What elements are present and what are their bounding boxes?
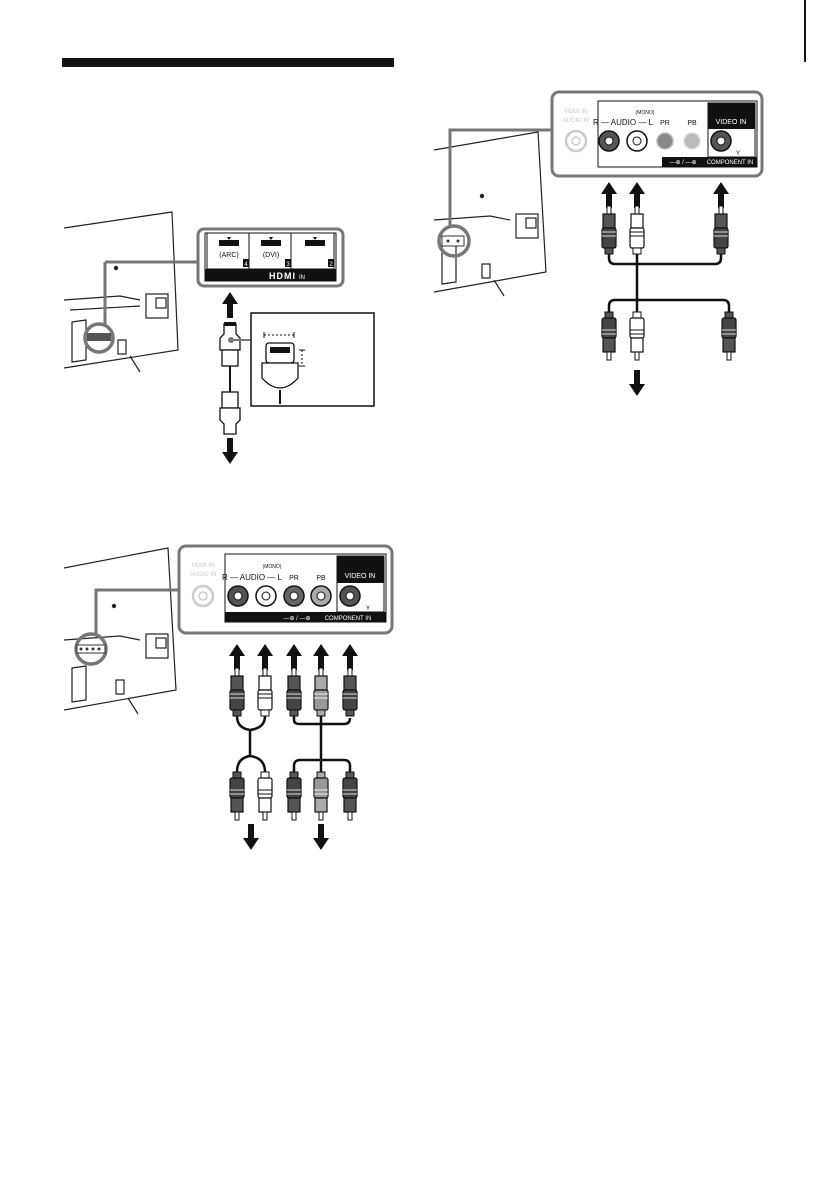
mono-label: (MONO) [263,564,282,570]
tv-rear-illustration-2 [64,548,176,714]
grey-port-label-top-2: HDMI IN [565,109,588,115]
video-in-label-2: VIDEO IN [716,119,747,126]
component-in-label-2: COMPONENT IN [707,160,754,166]
hdmi-logo: HDMI [269,271,296,281]
y-label-2: Y [736,151,740,157]
component-in-label: COMPONENT IN [325,616,372,622]
component-in-symbol-2: —⊕ / —⊕ [669,160,696,166]
y-label: Y [366,606,370,612]
audio-label: R — AUDIO — L [222,573,283,582]
grey-port-label-bottom: AUDIO IN [190,572,217,578]
hdmi-port-label-dvi: (DVI) [263,252,279,259]
component-port-callout-circle [76,590,180,664]
pr-label: PR [289,575,299,582]
composite-port-callout-circle [439,130,553,256]
audio-label-2: R — AUDIO — L [593,118,654,127]
component-cables [229,644,358,850]
tv-rear-illustration [64,212,178,372]
pb-label-2: PB [687,120,697,127]
hdmi-in-label: IN [299,275,305,281]
mono-label-2: (MONO) [636,110,655,116]
hdmi-port-callout-circle [85,262,198,352]
hdmi-plug-detail-box [251,313,374,406]
video-in-label: VIDEO IN [345,573,376,580]
grey-port-label-top: HDMI IN [192,563,215,569]
composite-cables [601,182,736,396]
hdmi-port-label-arc: (ARC) [219,252,238,259]
grey-port-label-bottom-2: AUDIO IN [563,118,590,124]
component-in-symbol: —⊕ / —⊕ [283,616,310,622]
pr-label-2: PR [660,120,670,127]
pb-label: PB [316,575,326,582]
